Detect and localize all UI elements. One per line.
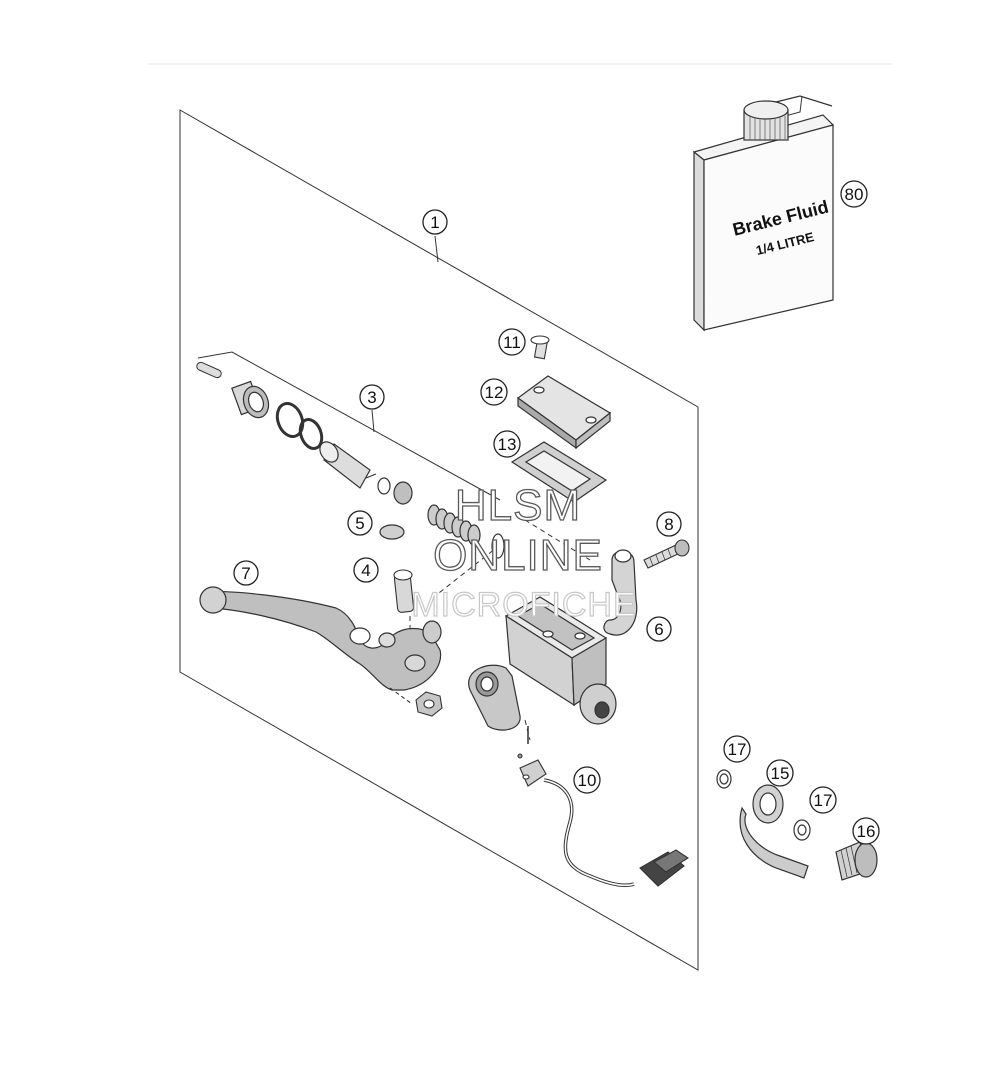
callout-8: 8 — [656, 511, 682, 537]
svg-text:7: 7 — [241, 564, 250, 583]
assembly-frame — [179, 109, 699, 971]
callout-17-a: 17 — [723, 735, 751, 763]
svg-text:13: 13 — [498, 435, 517, 454]
svg-text:17: 17 — [728, 740, 747, 759]
brake-lever — [199, 586, 442, 691]
svg-text:12: 12 — [485, 383, 504, 402]
spring-cup — [491, 533, 505, 559]
callout-16: 16 — [852, 817, 880, 845]
svg-text:11: 11 — [503, 333, 521, 352]
brake-light-switch — [517, 726, 690, 888]
seal-cup — [231, 380, 270, 419]
callout-5: 5 — [347, 510, 373, 536]
o-ring-2 — [298, 417, 324, 451]
svg-text:1: 1 — [430, 213, 439, 232]
bottle-cap — [743, 100, 789, 141]
watermark-line2: ONLINE — [433, 531, 603, 580]
leader-1 — [434, 235, 439, 263]
adjuster-4 — [393, 569, 415, 613]
watermark: HLSM ONLINE MICROFICHE — [411, 480, 637, 624]
callout-12: 12 — [480, 378, 508, 406]
svg-text:3: 3 — [367, 388, 376, 407]
piston — [319, 441, 377, 489]
svg-text:15: 15 — [771, 764, 790, 783]
callout-15: 15 — [766, 759, 794, 787]
piston-kit — [231, 380, 505, 559]
callout-80: 80 — [840, 180, 868, 208]
sealing-ring-17-a — [716, 769, 732, 789]
diaphragm-gasket — [510, 441, 608, 503]
svg-text:16: 16 — [857, 822, 876, 841]
svg-text:10: 10 — [578, 771, 597, 790]
spring — [427, 504, 481, 546]
leader-3 — [371, 409, 375, 433]
watermark-line1: HLSM — [455, 481, 581, 530]
callout-13: 13 — [493, 430, 521, 458]
svg-text:8: 8 — [664, 515, 673, 534]
bolt-8 — [643, 539, 690, 569]
banjo-bolt-16 — [835, 841, 878, 881]
washer-5 — [379, 524, 405, 540]
svg-text:5: 5 — [355, 514, 364, 533]
svg-text:4: 4 — [361, 561, 370, 580]
svg-text:80: 80 — [845, 185, 864, 204]
callout-11: 11 — [498, 328, 526, 356]
boot-seal — [393, 481, 413, 505]
reservoir-cover — [516, 375, 612, 450]
o-ring-1 — [275, 402, 305, 438]
callout-6: 6 — [646, 616, 672, 642]
watermark-line3: MICROFICHE — [411, 586, 636, 624]
cylinder-bore — [579, 683, 617, 725]
callout-1: 1 — [422, 209, 448, 235]
svg-text:6: 6 — [654, 620, 663, 639]
callout-17-b: 17 — [809, 786, 837, 814]
callout-7: 7 — [233, 560, 259, 586]
screw-11 — [530, 335, 550, 360]
subassembly-bracket — [197, 351, 501, 501]
callout-10: 10 — [573, 766, 601, 794]
small-washer — [377, 477, 391, 495]
lever-nut — [389, 687, 443, 717]
callout-3: 3 — [359, 384, 385, 410]
banjo-fitting-15 — [739, 784, 809, 879]
svg-text:17: 17 — [814, 791, 833, 810]
clamp-6 — [603, 549, 638, 636]
callout-4: 4 — [353, 557, 379, 583]
pin-part — [196, 361, 222, 379]
sealing-ring-17-b — [793, 819, 811, 841]
lever-pivot-boss — [468, 664, 521, 731]
switch-connector — [639, 849, 690, 887]
brake-fluid-bottle: Brake Fluid 1/4 LITRE — [692, 95, 835, 332]
master-cylinder-body — [468, 596, 617, 731]
